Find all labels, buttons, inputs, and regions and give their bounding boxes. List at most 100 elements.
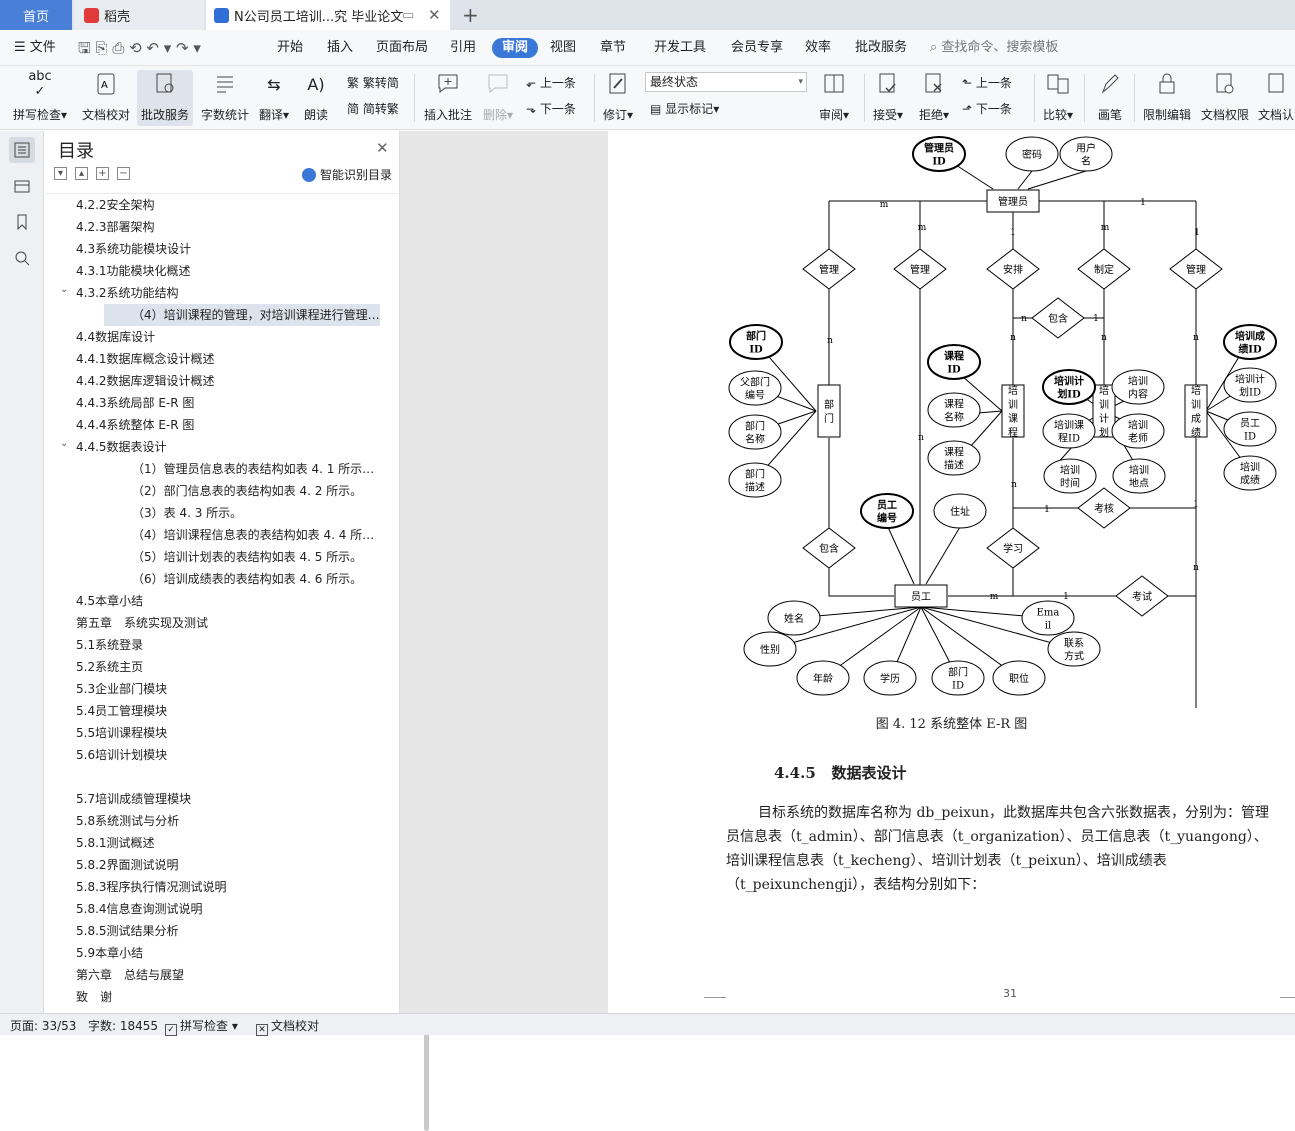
- display-state-select[interactable]: 最终状态▾: [645, 72, 807, 92]
- close-tab-icon[interactable]: ✕: [428, 6, 441, 24]
- toc-item[interactable]: （2）部门信息表的表结构如表 4. 2 所示。: [132, 484, 363, 498]
- read-aloud-button[interactable]: A) 朗读: [300, 70, 332, 126]
- spell-check-button[interactable]: abc✓ 拼写检查▾: [10, 69, 70, 126]
- menu-view[interactable]: 视图: [550, 40, 577, 55]
- toc-item[interactable]: 第五章 系统实现及测试: [76, 616, 209, 630]
- toc-item[interactable]: 第六章 总结与展望: [76, 968, 185, 982]
- new-tab-icon[interactable]: +: [462, 3, 479, 27]
- toc-item[interactable]: 4.3.2系统功能结构: [76, 286, 179, 300]
- toc-item[interactable]: 4.3.1功能模块化概述: [76, 264, 191, 278]
- menu-start[interactable]: 开始: [277, 40, 304, 55]
- toc-item[interactable]: 5.1系统登录: [76, 638, 144, 652]
- toc-item[interactable]: 4.4数据库设计: [76, 330, 156, 344]
- bookmark-icon[interactable]: [9, 209, 35, 235]
- toc-item[interactable]: 4.2.3部署架构: [76, 220, 155, 234]
- command-search[interactable]: ⌕ 查找命令、搜索模板: [930, 30, 1058, 66]
- search-icon[interactable]: [9, 245, 35, 271]
- add-heading-icon[interactable]: +: [96, 167, 109, 180]
- smart-toc-button[interactable]: 智能识别目录: [302, 166, 392, 183]
- word-count-button[interactable]: 字数统计: [200, 70, 250, 126]
- accept-button[interactable]: 接受▾: [870, 70, 906, 126]
- toc-item[interactable]: 4.2.2安全架构: [76, 198, 155, 212]
- expand-caret-icon[interactable]: ⌄: [60, 438, 69, 449]
- expand-up-icon[interactable]: ▴: [75, 167, 88, 180]
- toc-item[interactable]: 5.8系统测试与分析: [76, 814, 180, 828]
- tab-daoke[interactable]: 稻壳: [74, 0, 204, 30]
- doc-cert-button[interactable]: 文档认: [1258, 70, 1295, 126]
- toc-item[interactable]: 5.8.5测试结果分析: [76, 924, 179, 938]
- toc-item[interactable]: 5.2系统主页: [76, 660, 144, 674]
- toc-item[interactable]: 5.8.3程序执行情况测试说明: [76, 880, 227, 894]
- tab-document[interactable]: N公司员工培训...究 毕业论文 ▭ ✕: [206, 0, 450, 30]
- menu-review[interactable]: 审阅: [492, 38, 539, 58]
- heading-text: 数据表设计: [831, 764, 907, 782]
- toc-item[interactable]: 致 谢: [76, 990, 113, 1004]
- toc-panel-icon[interactable]: [9, 137, 35, 163]
- compare-button[interactable]: 比较▾: [1040, 70, 1076, 126]
- translate-button[interactable]: ⇆ 翻译▾: [256, 70, 292, 126]
- close-icon[interactable]: ✕: [376, 139, 389, 157]
- review-pane-button[interactable]: 审阅▾: [816, 70, 852, 126]
- collapse-all-icon[interactable]: ▾: [54, 167, 67, 180]
- next-change-button[interactable]: ⬏ 下一条: [962, 100, 1012, 117]
- remove-heading-icon[interactable]: −: [117, 167, 130, 180]
- status-spell-check[interactable]: ✓拼写检查 ▾: [165, 1017, 238, 1036]
- toc-item[interactable]: 4.4.3系统局部 E-R 图: [76, 396, 195, 410]
- toc-item[interactable]: 4.5本章小结: [76, 594, 144, 608]
- reject-button[interactable]: 拒绝▾: [916, 70, 952, 126]
- toc-item[interactable]: 5.9本章小结: [76, 946, 144, 960]
- quick-access-icons[interactable]: 🖫 ⎘ ⎙ ⟲ ↶ ▾ ↷ ▾: [78, 39, 201, 57]
- doc-permission-button[interactable]: 文档权限: [1200, 70, 1250, 126]
- menu-grade[interactable]: 批改服务: [855, 40, 908, 55]
- toc-item[interactable]: 5.8.4信息查询测试说明: [76, 902, 203, 916]
- prev-comment-button[interactable]: ⬐ 上一条: [526, 74, 576, 91]
- toc-item[interactable]: （5）培训计划表的表结构如表 4. 5 所示。: [132, 550, 363, 564]
- menu-reference[interactable]: 引用: [450, 40, 477, 55]
- toc-item[interactable]: （4）培训课程的管理，对培训课程进行管理 ...: [104, 304, 380, 326]
- toc-item[interactable]: 5.7培训成绩管理模块: [76, 792, 192, 806]
- toc-item[interactable]: 5.3企业部门模块: [76, 682, 168, 696]
- menu-dev[interactable]: 开发工具: [654, 40, 707, 55]
- pen-button[interactable]: 画笔: [1092, 70, 1128, 126]
- body-paragraph: 目标系统的数据库名称为 db_peixun，此数据库共包含六张数据表，分别为：管…: [726, 805, 1270, 893]
- toc-item[interactable]: 5.6培训计划模块: [76, 748, 168, 762]
- grade-service-button[interactable]: 批改服务: [137, 70, 193, 126]
- restrict-edit-button[interactable]: 限制编辑: [1142, 70, 1192, 126]
- toc-item[interactable]: （3）表 4. 3 所示。: [132, 506, 243, 520]
- expand-caret-icon[interactable]: ⌄: [60, 284, 69, 295]
- toc-item[interactable]: 4.4.1数据库概念设计概述: [76, 352, 215, 366]
- word-count-indicator[interactable]: 字数: 18455: [88, 1019, 159, 1033]
- restore-icon[interactable]: ▭: [402, 7, 415, 23]
- toc-item[interactable]: 5.8.2界面测试说明: [76, 858, 179, 872]
- toc-item[interactable]: 5.5培训课程模块: [76, 726, 168, 740]
- menu-chapter[interactable]: 章节: [600, 40, 627, 55]
- toc-item[interactable]: 4.4.4系统整体 E-R 图: [76, 418, 195, 432]
- toc-item[interactable]: 4.3系统功能模块设计: [76, 242, 192, 256]
- next-comment-button[interactable]: ⬎ 下一条: [526, 100, 576, 117]
- menu-insert[interactable]: 插入: [327, 40, 354, 55]
- status-doc-check[interactable]: ✕文档校对: [256, 1017, 319, 1036]
- insert-comment-button[interactable]: 插入批注: [422, 70, 474, 126]
- prev-change-button[interactable]: ⬑ 上一条: [962, 74, 1012, 91]
- delete-comment-button[interactable]: 删除▾: [480, 70, 516, 126]
- show-marks-button[interactable]: ▤ 显示标记▾: [650, 101, 720, 117]
- menu-layout[interactable]: 页面布局: [376, 40, 429, 55]
- toc-item[interactable]: 5.4员工管理模块: [76, 704, 168, 718]
- toc-item[interactable]: （1）管理员信息表的表结构如表 4. 1 所示 ...: [132, 462, 376, 476]
- toc-item[interactable]: 5.8.1测试概述: [76, 836, 155, 850]
- simp-to-trad-button[interactable]: 简 简转繁: [347, 100, 399, 117]
- toc-item[interactable]: （6）培训成绩表的表结构如表 4. 6 所示。: [132, 572, 363, 586]
- attribute-label: 职位: [1009, 672, 1029, 685]
- navigation-icon[interactable]: [9, 173, 35, 199]
- page-indicator[interactable]: 页面: 33/53: [10, 1019, 77, 1033]
- trad-to-simp-button[interactable]: 繁 繁转简: [347, 74, 399, 91]
- toc-item[interactable]: 4.4.5数据表设计: [76, 440, 167, 454]
- toc-item[interactable]: （4）培训课程信息表的表结构如表 4. 4 所 ...: [132, 528, 376, 542]
- menu-vip[interactable]: 会员专享: [731, 40, 784, 55]
- toc-item[interactable]: 4.4.2数据库逻辑设计概述: [76, 374, 215, 388]
- tab-home[interactable]: 首页: [0, 0, 72, 30]
- track-changes-button[interactable]: 修订▾: [600, 70, 636, 126]
- file-menu[interactable]: ☰ 文件: [14, 30, 56, 66]
- menu-efficiency[interactable]: 效率: [805, 40, 832, 55]
- doc-check-button[interactable]: A 文档校对: [80, 70, 132, 126]
